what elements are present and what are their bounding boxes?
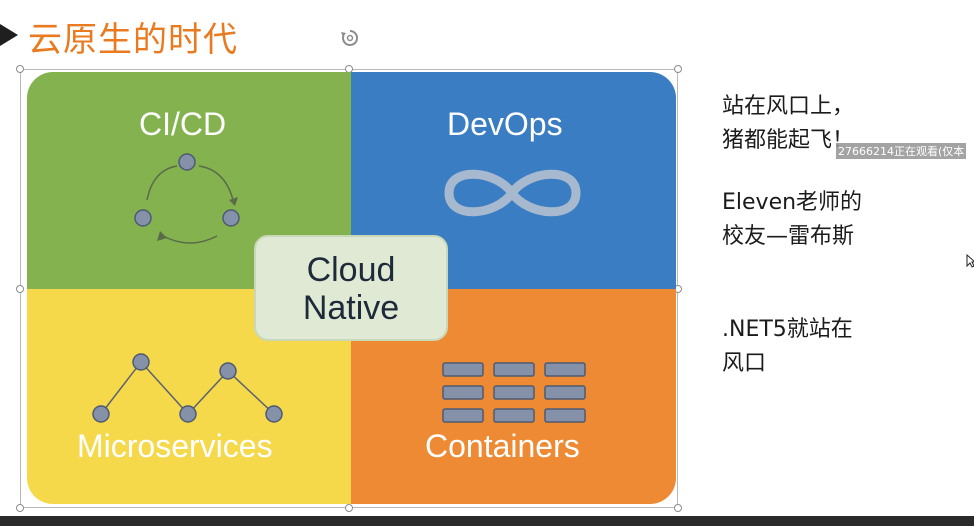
- cursor-icon: [966, 254, 974, 268]
- devops-label: DevOps: [447, 106, 563, 142]
- bottom-bar: [0, 516, 974, 526]
- resize-handle-left[interactable]: [16, 285, 24, 293]
- cloud-native-box: Cloud Native: [254, 235, 448, 341]
- resize-handle-top-right[interactable]: [674, 65, 682, 73]
- cicd-label: CI/CD: [139, 106, 227, 142]
- title-arrow-icon: [0, 24, 18, 46]
- rotate-handle-icon[interactable]: [339, 27, 361, 49]
- slide-title: 云原生的时代: [28, 20, 238, 60]
- resize-handle-bottom-right[interactable]: [674, 504, 682, 512]
- viewer-count-overlay: 27666214正在观看(仅本: [836, 143, 967, 159]
- infinity-icon: [444, 169, 581, 217]
- side-p3-line1: .NET5就站在: [722, 317, 853, 342]
- side-p3-line2: 风口: [722, 351, 767, 376]
- network-graph-icon: [92, 353, 283, 423]
- resize-handle-bottom-left[interactable]: [16, 504, 24, 512]
- container-grid-icon: [442, 362, 586, 423]
- cycle-icon: [134, 153, 240, 244]
- side-paragraph-3: .NET5就站在 风口: [722, 313, 853, 381]
- containers-label: Containers: [425, 428, 580, 464]
- resize-handle-bottom[interactable]: [345, 504, 353, 512]
- microservices-label: Microservices: [77, 428, 273, 464]
- center-line-1: Cloud: [306, 251, 396, 289]
- side-paragraph-2: Eleven老师的 校友—雷布斯: [722, 186, 862, 254]
- resize-handle-top-left[interactable]: [16, 65, 24, 73]
- side-p2-line2: 校友—雷布斯: [722, 224, 855, 249]
- side-p2-line1: Eleven老师的: [722, 190, 863, 215]
- side-paragraph-1: 站在风口上， 猪都能起飞！: [722, 90, 854, 158]
- side-p1-line2: 猪都能起飞！: [722, 128, 855, 153]
- side-p1-line1: 站在风口上，: [722, 94, 855, 119]
- center-line-2: Native: [302, 289, 400, 327]
